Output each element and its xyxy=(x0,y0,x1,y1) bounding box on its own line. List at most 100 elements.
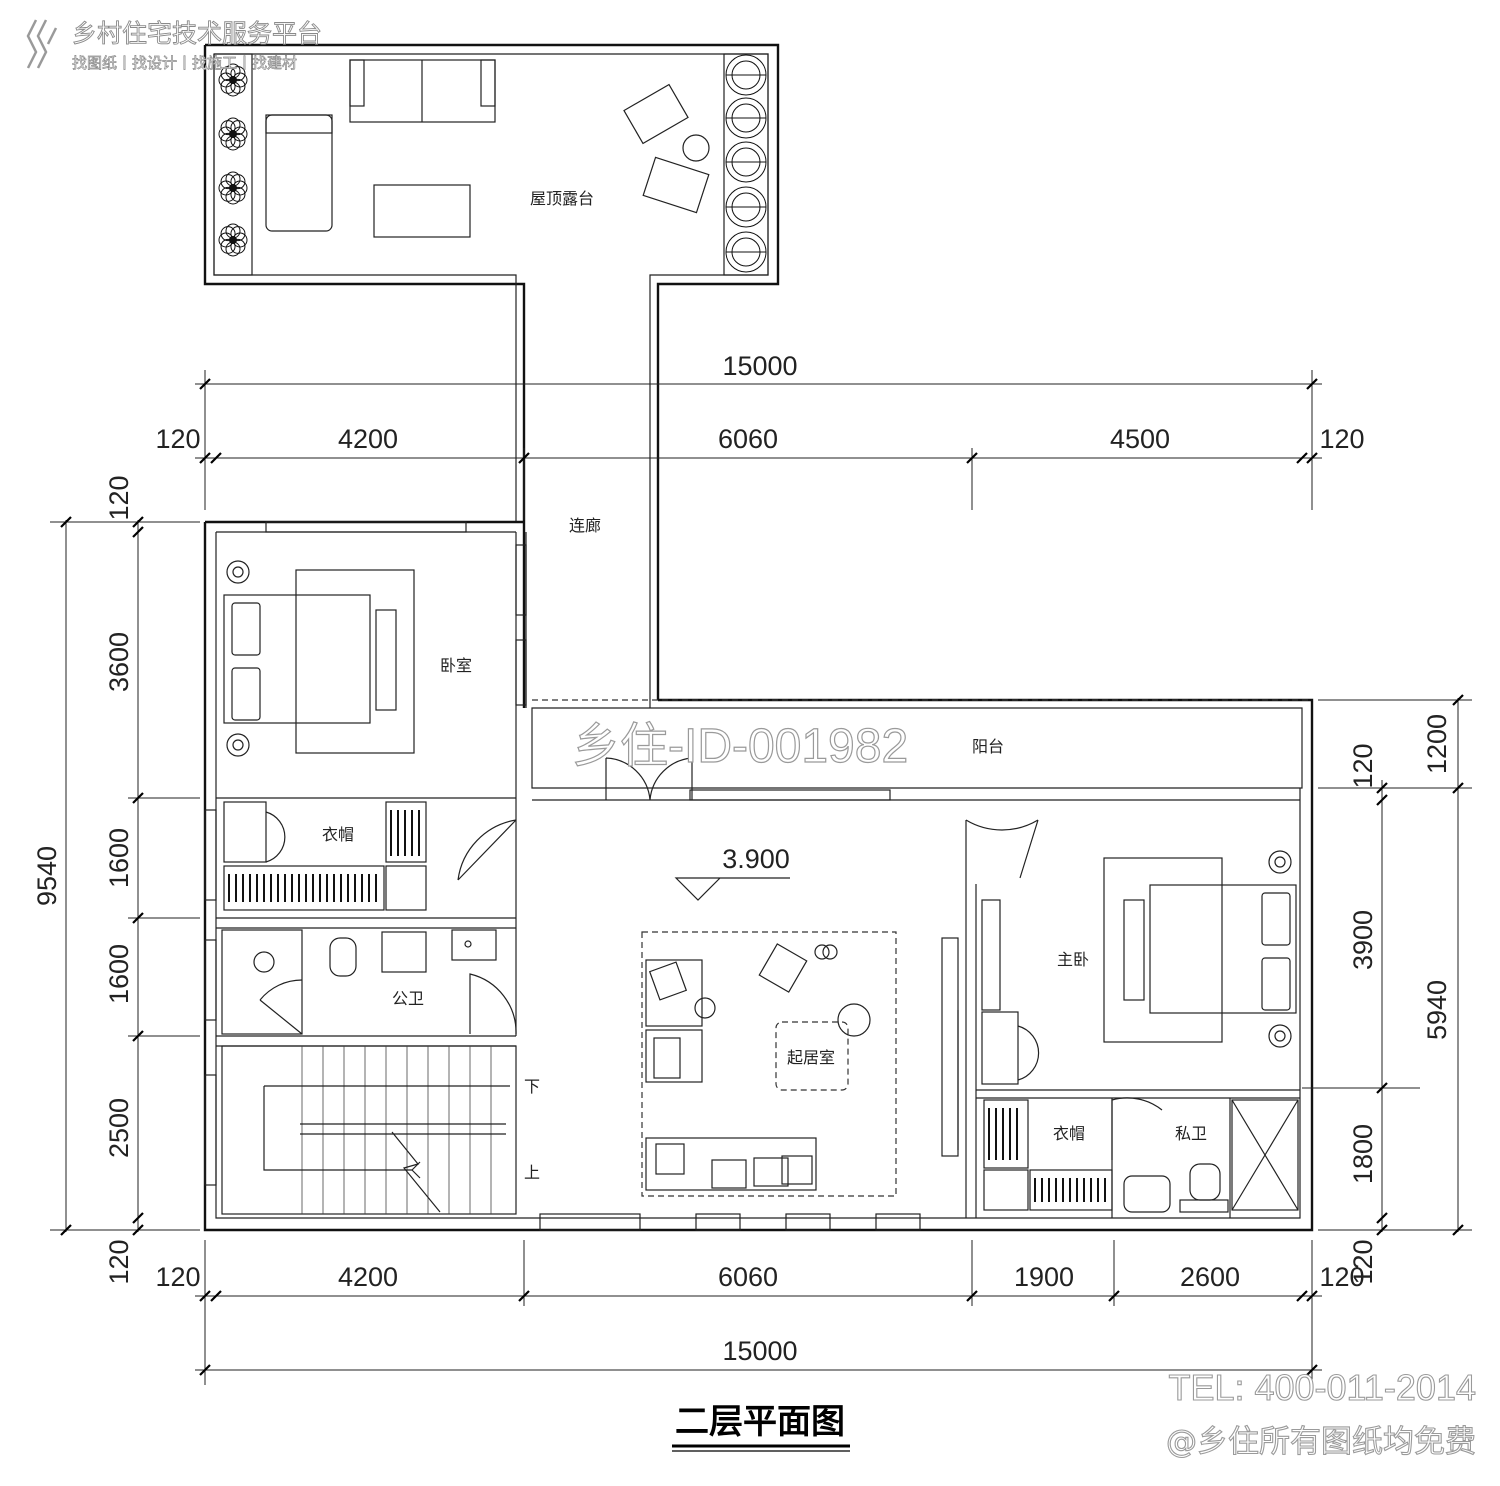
dim-tick xyxy=(132,912,144,924)
stair-down-label: 下 xyxy=(524,1077,540,1096)
dim-tick xyxy=(210,1290,222,1302)
label-public-bath: 公卫 xyxy=(392,989,424,1008)
potted-plant-icon xyxy=(725,186,767,228)
elevation-value: 3.900 xyxy=(722,844,790,874)
dim-top-3: 4500 xyxy=(1110,424,1170,454)
dim-tick xyxy=(132,1224,144,1236)
dim-tick xyxy=(966,452,978,464)
dim-tick xyxy=(199,452,211,464)
dim-tick xyxy=(1296,452,1308,464)
watermark-tel: TEL: 400-011-2014 xyxy=(1168,1367,1476,1408)
dim-tick xyxy=(1306,452,1318,464)
dim-tick xyxy=(132,1030,144,1042)
wardrobe-rail-icon xyxy=(1034,1178,1106,1202)
dim-top-0: 120 xyxy=(155,424,200,454)
potted-plant-icon xyxy=(725,54,767,96)
dim-right-inner-1: 3900 xyxy=(1348,910,1378,970)
wardrobe-rail-icon xyxy=(988,1108,1018,1160)
shrub-icon xyxy=(218,223,248,257)
dim-tick xyxy=(1376,794,1388,806)
dim-right-outer-0: 1200 xyxy=(1422,714,1452,774)
wardrobe-rail-icon xyxy=(228,874,377,902)
dim-top-total: 15000 xyxy=(722,351,797,381)
dimension-text: 15000 120 4200 6060 4500 120 120 4200 60… xyxy=(32,351,1452,1366)
potted-plant-icon xyxy=(725,231,767,273)
dim-tick xyxy=(199,1290,211,1302)
living-furniture xyxy=(641,931,959,1197)
label-closet-left: 衣帽 xyxy=(322,825,354,844)
watermarks: 乡村住宅技术服务平台 找图纸丨找设计丨找施工丨找建材 乡住-ID-001982 … xyxy=(26,19,1477,1461)
watermark-brand: 乡村住宅技术服务平台 xyxy=(72,19,322,48)
dim-tick xyxy=(60,1224,72,1236)
label-living: 起居室 xyxy=(787,1048,835,1067)
balcony-doors xyxy=(605,757,1039,884)
label-bedroom: 卧室 xyxy=(440,656,472,675)
dim-left-2: 1600 xyxy=(104,828,134,888)
potted-plant-icon xyxy=(725,141,767,183)
dim-bottom-5: 120 xyxy=(1319,1262,1364,1292)
dim-right-inner-0: 120 xyxy=(1348,743,1378,788)
planter-plants xyxy=(218,54,767,273)
watermark-tagline: 找图纸丨找设计丨找施工丨找建材 xyxy=(72,54,297,72)
dim-bottom-total: 15000 xyxy=(722,1336,797,1366)
shrub-icon xyxy=(218,63,248,97)
dim-tick xyxy=(132,516,144,528)
dim-tick xyxy=(199,1364,211,1376)
public-bath-fixtures xyxy=(221,929,517,1035)
dim-top-4: 120 xyxy=(1319,424,1364,454)
label-corridor: 连廊 xyxy=(569,516,601,535)
dim-tick xyxy=(1452,694,1464,706)
dim-tick xyxy=(1306,1290,1318,1302)
stair xyxy=(221,1045,517,1215)
dim-tick xyxy=(1306,1364,1318,1376)
dim-left-3: 1600 xyxy=(104,944,134,1004)
label-roof-terrace: 屋顶露台 xyxy=(530,189,594,208)
dim-tick xyxy=(199,378,211,390)
dim-bottom-2: 6060 xyxy=(718,1262,778,1292)
dim-tick xyxy=(1376,782,1388,794)
dim-left-5: 120 xyxy=(104,1239,134,1284)
watermark-plan-id: 乡住-ID-001982 xyxy=(572,720,908,773)
dim-tick xyxy=(210,452,222,464)
dim-bottom-3: 1900 xyxy=(1014,1262,1074,1292)
stair-up-label: 上 xyxy=(524,1163,540,1182)
potted-plant-icon xyxy=(725,97,767,139)
dim-tick xyxy=(132,1212,144,1224)
shrub-icon xyxy=(218,117,248,151)
dim-left-0: 120 xyxy=(104,475,134,520)
dim-top-1: 4200 xyxy=(338,424,398,454)
dim-tick xyxy=(518,452,530,464)
shrub-icon xyxy=(218,171,248,205)
dim-left-total: 9540 xyxy=(32,846,62,906)
dim-top-2: 6060 xyxy=(718,424,778,454)
logo-icon xyxy=(26,19,58,69)
label-balcony: 阳台 xyxy=(972,737,1004,756)
main-walls xyxy=(203,520,1314,1232)
dim-tick xyxy=(132,526,144,538)
elevation-marker xyxy=(674,877,790,901)
dim-tick xyxy=(1452,1224,1464,1236)
dim-tick xyxy=(1376,1224,1388,1236)
watermark-note: @乡住所有图纸均免费 xyxy=(1166,1424,1476,1460)
plan-title: 二层平面图 xyxy=(675,1402,845,1442)
dim-tick xyxy=(966,1290,978,1302)
dim-bottom-4: 2600 xyxy=(1180,1262,1240,1292)
dim-bottom-0: 120 xyxy=(155,1262,200,1292)
dim-right-outer-1: 5940 xyxy=(1422,980,1452,1040)
dim-right-inner-2: 1800 xyxy=(1348,1124,1378,1184)
dim-tick xyxy=(1376,1082,1388,1094)
wardrobe-rail-icon xyxy=(390,810,420,856)
dim-tick xyxy=(1452,782,1464,794)
dim-tick xyxy=(518,1290,530,1302)
dim-bottom-1: 4200 xyxy=(338,1262,398,1292)
label-private-bath: 私卫 xyxy=(1175,1124,1207,1143)
roof-terrace xyxy=(203,43,780,708)
dim-left-1: 3600 xyxy=(104,632,134,692)
room-labels: 屋顶露台 连廊 卧室 阳台 衣帽 公卫 起居室 主卧 衣帽 私卫 下 上 3.9… xyxy=(322,189,1207,1182)
dim-tick xyxy=(60,516,72,528)
bedroom-furniture xyxy=(223,560,517,911)
master-furniture xyxy=(981,850,1299,1213)
dim-right-inner-3: 120 xyxy=(1348,1239,1378,1284)
dim-tick xyxy=(1296,1290,1308,1302)
